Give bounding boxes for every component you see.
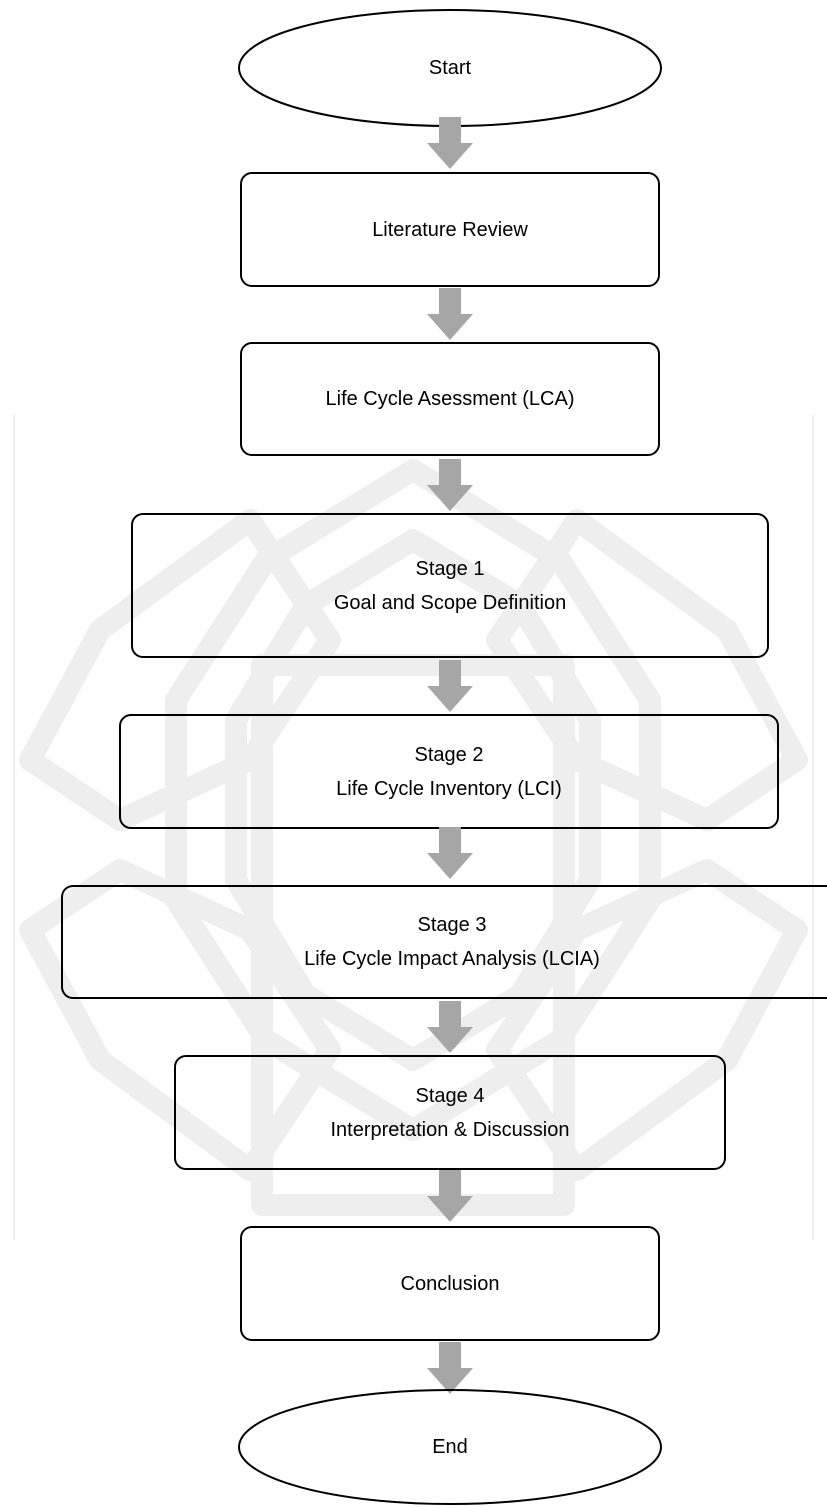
- stage4-box: Stage 4 Interpretation & Discussion: [174, 1055, 726, 1170]
- literature-review-box: Literature Review: [240, 172, 660, 287]
- down-arrow-icon: [427, 1170, 473, 1222]
- stage3-text: Stage 3 Life Cycle Impact Analysis (LCIA…: [63, 908, 827, 976]
- stage2-subtitle: Life Cycle Inventory (LCI): [336, 777, 562, 800]
- conclusion-box: Conclusion: [240, 1226, 660, 1341]
- stage2-title: Stage 2: [414, 743, 484, 766]
- stage4-title: Stage 4: [415, 1084, 485, 1107]
- stage1-subtitle: Goal and Scope Definition: [333, 591, 567, 614]
- lca-label: Life Cycle Asessment (LCA): [325, 388, 575, 410]
- stage3-subtitle: Life Cycle Impact Analysis (LCIA): [304, 948, 600, 970]
- down-arrow-icon: [427, 459, 473, 511]
- end-terminal: [238, 1389, 662, 1505]
- down-arrow-icon: [427, 1001, 473, 1053]
- down-arrow-icon: [427, 660, 473, 712]
- stage2-box: Stage 2 Life Cycle Inventory (LCI): [119, 714, 779, 829]
- down-arrow-icon: [427, 827, 473, 879]
- conclusion-label: Conclusion: [400, 1272, 500, 1295]
- end-label: End: [432, 1435, 468, 1458]
- stage3-box: Stage 3 Life Cycle Impact Analysis (LCIA…: [61, 885, 827, 999]
- start-label: Start: [428, 56, 472, 79]
- stage1-title: Stage 1: [415, 557, 485, 580]
- stage4-subtitle: Interpretation & Discussion: [330, 1118, 570, 1141]
- down-arrow-icon: [427, 288, 473, 340]
- literature-review-label: Literature Review: [372, 218, 528, 241]
- down-arrow-icon: [427, 117, 473, 169]
- lca-box: Life Cycle Asessment (LCA): [240, 342, 660, 456]
- down-arrow-icon: [427, 1342, 473, 1394]
- stage3-title: Stage 3: [417, 914, 487, 936]
- stage1-box: Stage 1 Goal and Scope Definition: [131, 513, 769, 658]
